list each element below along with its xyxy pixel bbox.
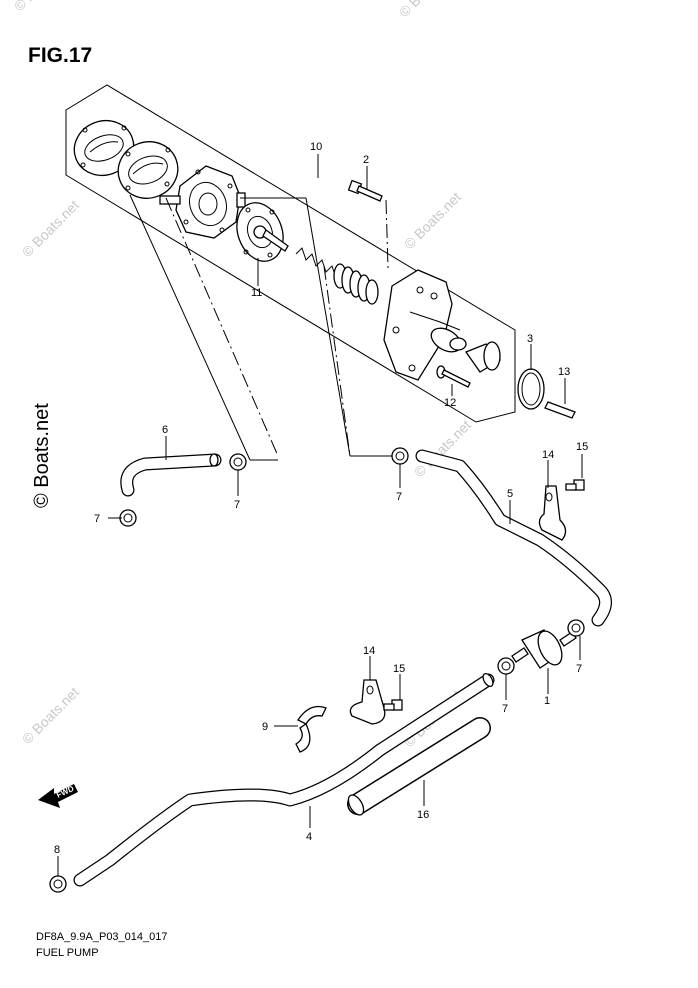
hose-clip [229,453,247,471]
hose-clip [567,619,585,637]
callout-7: 7 [94,513,100,525]
bracket-bolt [383,699,403,711]
hose-4 [73,672,495,887]
pump-body [159,165,246,239]
hose-6 [120,453,222,497]
hose-clip [497,657,515,675]
hose-clip-8 [49,875,67,893]
callout-9: 9 [262,721,268,733]
pump-cover-plate [73,119,135,177]
figure-code: DF8A_9.9A_P03_014_017 [36,931,168,943]
pump-housing [383,269,467,381]
callout-11: 11 [251,287,262,299]
callout-15: 15 [393,663,405,675]
bracket-bolt [565,479,585,491]
hose-clamp-9 [295,705,327,753]
callout-7: 7 [502,703,508,715]
pump-pin [544,401,576,419]
screw [436,365,471,388]
hose-bracket [538,485,567,541]
hose-16 [347,717,491,816]
callout-6: 6 [162,424,168,436]
callout-15: 15 [576,441,588,453]
callout-10: 10 [310,141,322,153]
callout-1: 1 [544,695,550,707]
figure-name: FUEL PUMP [36,947,99,959]
callout-3: 3 [527,333,533,345]
fwd-arrow-icon: FWD [38,784,78,808]
pump-plunger [464,341,502,373]
watermark: © Boats.net [11,0,74,14]
callout-13: 13 [558,366,570,378]
o-ring-inner [521,372,541,406]
callout-7: 7 [234,499,240,511]
callout-7: 7 [576,663,582,675]
callout-12: 12 [444,397,456,409]
callout-14: 14 [542,449,554,461]
pump-assembly-frame [65,84,516,423]
callout-7: 7 [396,491,402,503]
hose-5 [415,449,612,627]
watermark: © Boats.net [401,189,464,252]
callout-4: 4 [306,831,312,843]
callout-5: 5 [507,488,513,500]
callout-2: 2 [363,154,369,166]
hose-clip [119,509,137,527]
callout-16: 16 [417,809,429,821]
pump-gasket [117,141,179,199]
watermark: © Boats.net [19,684,82,747]
leader-lines [57,154,583,876]
fuel-filter [511,629,577,669]
part-number-labels: 10 2 3 13 12 11 6 7 7 7 5 14 15 7 1 7 14… [54,141,588,856]
screw-bolt [347,179,383,202]
assembly-lines [129,194,394,461]
callout-14: 14 [363,645,375,657]
watermark: © Boats.net [19,197,82,260]
hose-bracket [349,679,386,725]
hose-clip [391,447,409,465]
watermark: © Boats.net [396,0,459,20]
figure-title: FIG.17 [28,44,92,67]
pump-diaphragm [236,202,289,262]
large-spring [333,263,379,305]
callout-8: 8 [54,844,60,856]
side-watermark: © Boats.net [31,403,53,508]
